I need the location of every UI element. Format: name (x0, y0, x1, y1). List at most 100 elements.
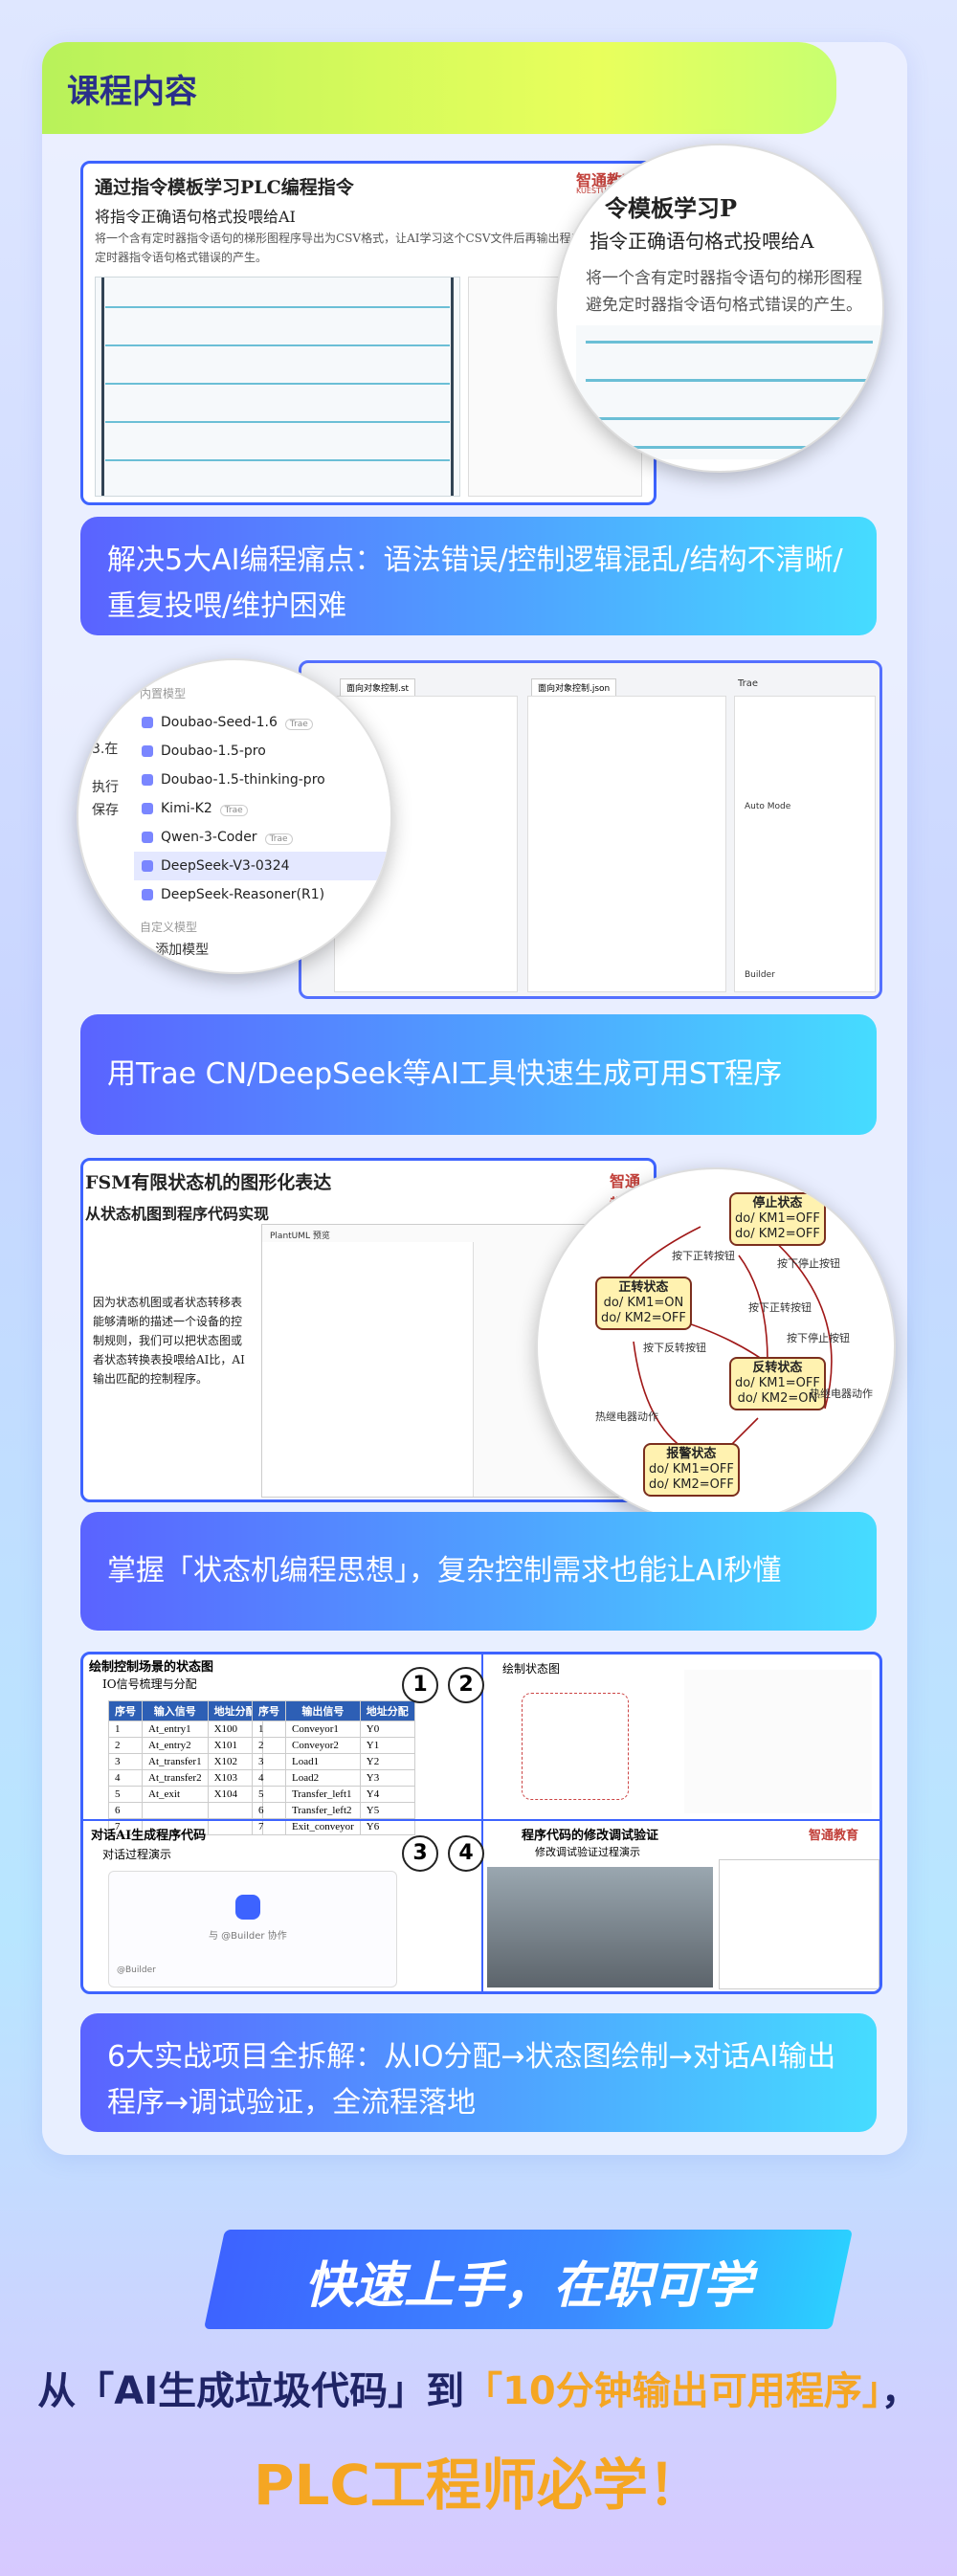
sim-scene (487, 1867, 713, 1988)
banner-pain-points: 解决5大AI编程痛点：语法错误/控制逻辑混乱/结构不清晰/重复投喂/维护困难 (80, 517, 877, 635)
table-cell: Y4 (359, 1786, 415, 1803)
editor-pane-2 (527, 696, 726, 992)
chat-panel: Auto Mode Builder (734, 696, 876, 992)
brand-logo-3: 智通教育 (809, 1829, 859, 1843)
q1-title: 绘制控制场景的状态图 (89, 1660, 214, 1675)
q4-sub: 修改调试验证过程演示 (535, 1846, 640, 1858)
model-icon (142, 832, 153, 843)
model-icon (142, 803, 153, 814)
footer-line-2: PLC工程师必学！ (253, 2453, 704, 2518)
table-cell: Transfer_left1 (285, 1786, 361, 1803)
add-model-button[interactable]: + 添加模型 (140, 943, 210, 958)
banner3-text: 掌握「状态机编程思想」，复杂控制需求也能让AI秒懂 (107, 1554, 782, 1588)
table-cell: 3 (252, 1753, 286, 1770)
table-cell: 2 (252, 1737, 286, 1754)
q3-title: 对话AI生成程序代码 (91, 1829, 207, 1843)
section-title: 课程内容 (67, 73, 197, 111)
step-number-2: 2 (448, 1667, 484, 1703)
model-item[interactable]: DeepSeek-V3-0324 (134, 852, 390, 880)
editor-tab-2[interactable]: 面向对象控制.json (531, 678, 617, 697)
side-text-1: 3.在 (92, 742, 119, 757)
model-icon (142, 889, 153, 900)
table-cell: 5 (252, 1786, 286, 1803)
fsm-transition-label: 热继电器动作 (595, 1410, 658, 1423)
model-item[interactable]: DeepSeek-Reasoner(R1) (134, 880, 390, 909)
table-cell: Conveyor2 (285, 1737, 361, 1754)
model-icon (142, 717, 153, 728)
model-tag: Trae (264, 833, 293, 845)
q4-title: 程序代码的修改调试验证 (522, 1829, 659, 1843)
table-cell: 7 (108, 1818, 143, 1835)
banner-fsm: 掌握「状态机编程思想」，复杂控制需求也能让AI秒懂 (80, 1512, 877, 1631)
table-cell: Y5 (359, 1802, 415, 1819)
fsm-transition-label: 按下正转按钮 (748, 1301, 812, 1314)
model-menu-header: 内置模型 (140, 687, 187, 700)
fsm-transition-label: 按下正转按钮 (672, 1250, 735, 1262)
model-name: DeepSeek-Reasoner(R1) (161, 887, 325, 902)
shot1-subheading: 将指令正确语句格式投喂给AI (95, 208, 296, 226)
side-text-2: 执行 (92, 780, 119, 795)
table-row: 6 (108, 1802, 263, 1819)
fsm-transition-label: 按下停止按钮 (777, 1257, 840, 1270)
table-cell: 1 (252, 1721, 286, 1738)
banner-trae: 用Trae CN/DeepSeek等AI工具快速生成可用ST程序 (80, 1014, 877, 1135)
table-cell: Y1 (359, 1737, 415, 1754)
table-cell (142, 1802, 209, 1819)
table-cell: 2 (108, 1737, 143, 1754)
builder-input[interactable]: @Builder (117, 1965, 156, 1975)
model-item[interactable]: Doubao-1.5-pro (134, 737, 390, 766)
table-header: 地址分配 (359, 1700, 415, 1721)
model-icon (142, 860, 153, 872)
table-cell: At_transfer2 (142, 1769, 209, 1787)
ladder-diagram (95, 277, 460, 497)
lens1-line2: 指令正确语句格式投喂给A (590, 230, 814, 253)
table-cell: At_entry1 (142, 1721, 209, 1738)
model-item[interactable]: Doubao-1.5-thinking-pro (134, 766, 390, 794)
slogan-text: 快速上手，在职可学 (303, 2257, 752, 2315)
chat-title: Trae (738, 678, 759, 689)
lens1-line4: 避免定时器指令语句格式错误的产生。 (586, 296, 862, 315)
table-cell: Y2 (359, 1753, 415, 1770)
step-number-4: 4 (448, 1835, 484, 1872)
model-name: Doubao-Seed-1.6 (161, 715, 278, 730)
q2-panel: 绘制状态图 (481, 1654, 879, 1819)
table-header: 输出信号 (285, 1700, 361, 1721)
q2-title: 绘制状态图 (502, 1662, 561, 1676)
chat-builder: Builder (745, 970, 775, 980)
model-name: DeepSeek-V3-0324 (161, 858, 290, 874)
table-cell: Conveyor1 (285, 1721, 361, 1738)
custom-model-header: 自定义模型 (140, 921, 198, 934)
shot1-heading: 通过指令模板学习PLC编程指令 (95, 177, 354, 198)
table-row: 7 (108, 1818, 263, 1835)
table-cell: Y0 (359, 1721, 415, 1738)
q3-panel: 对话AI生成程序代码 对话过程演示 与 @Builder 协作 @Builder (83, 1821, 481, 1991)
fsm-transition-label: 按下停止按钮 (787, 1332, 850, 1344)
table-cell: Transfer_left2 (285, 1802, 361, 1819)
banner4-text: 6大实战项目全拆解：从IO分配→状态图绘制→对话AI输出程序→调试验证，全流程落… (107, 2040, 836, 2120)
shot1-description: 将一个含有定时器指令语句的梯形图程序导出为CSV格式，让AI学习这个CSV文件后… (95, 232, 640, 264)
table-cell: 4 (108, 1769, 143, 1787)
builder-chat: 与 @Builder 协作 @Builder (108, 1871, 397, 1988)
table-cell: At_entry2 (142, 1737, 209, 1754)
table-cell: 6 (252, 1802, 286, 1819)
chat-mode[interactable]: Auto Mode (745, 802, 791, 811)
table-cell: 5 (108, 1786, 143, 1803)
